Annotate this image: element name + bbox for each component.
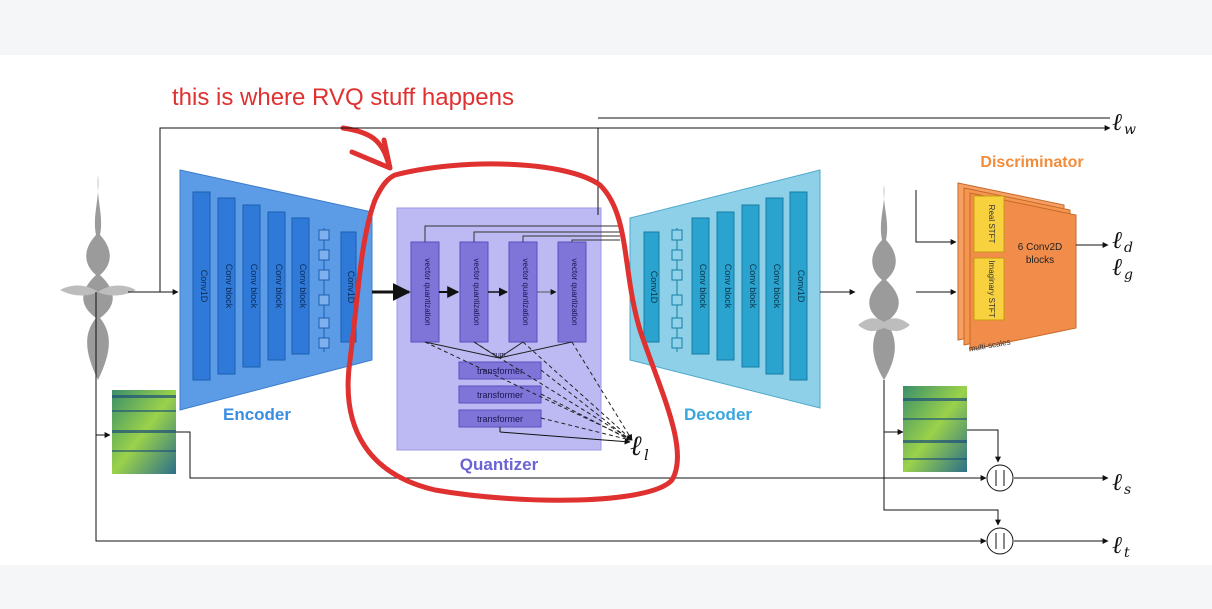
decoder-block [716,211,735,361]
encoder-title: Encoder [223,405,291,424]
decoder-block-label: Conv block [772,264,782,309]
loss-l-sub: l [644,446,649,464]
encoder-block-label: Conv block [274,264,284,309]
loss-g-base: ℓ [1112,253,1122,281]
encoder-block-label: Conv1D [199,270,209,303]
loss-t-sub: t [1124,545,1130,561]
loss-d-base: ℓ [1112,226,1122,254]
transformer-label: transformer [477,414,523,424]
decoder-title: Decoder [684,405,752,424]
transformer-label: transformer [477,390,523,400]
output-spectrogram [903,386,967,472]
annotation-text: this is where RVQ stuff happens [172,84,514,111]
imag-stft-block [973,257,1005,321]
conv2d-label: 6 Conv2D [1018,242,1062,253]
vq-block-label: vector quantization [472,258,481,325]
encoder-lstm-chain [318,228,330,352]
decoder-block [691,217,710,355]
quantizer: vector quantization vector quantization … [396,207,633,474]
decoder-block-label: Conv block [723,264,733,309]
loss-s-sub: s [1124,482,1131,498]
decoder-block-label: Conv1D [649,271,659,304]
loss-g-sub: g [1124,267,1133,283]
input-spectrogram [112,390,176,474]
loss-t-base: ℓ [1112,531,1122,559]
input-waveform [60,175,136,380]
loss-d-sub: d [1124,240,1133,256]
imag-stft-label: Imaginary STFT [987,260,996,317]
encoder-block-label: Conv block [249,264,259,309]
encoder-block-label: Conv1D [346,271,356,304]
vq-block-label: vector quantization [423,258,432,325]
real-stft-block [973,195,1005,253]
encoder-block [217,197,236,375]
quantizer-title: Quantizer [460,455,539,474]
rvq-highlight-loop [345,161,681,503]
decoder: Conv1D Conv block Conv block Conv block … [629,169,821,424]
output-waveform [858,185,910,380]
vq-block-label: vector quantization [521,258,530,325]
conv2d-label-2: blocks [1026,255,1054,266]
annotation-arrow-head [349,137,393,171]
encoder-block [242,204,261,368]
decoder-block-label: Conv1D [796,270,806,303]
encoder: Conv1D Conv block Conv block Conv block … [179,169,373,424]
encoder-block-label: Conv block [224,264,234,309]
decoder-block-label: Conv block [748,264,758,309]
decoder-lstm-chain [671,228,683,352]
real-stft-label: Real STFT [987,205,996,244]
discriminator-title: Discriminator [980,154,1083,171]
decoder-block-label: Conv block [698,264,708,309]
loss-l-base: ℓ [630,429,642,462]
sum-symbol: sum [492,352,505,359]
decoder-block [765,197,784,375]
decoder-block [789,191,808,381]
loss-w-sub: w [1124,122,1136,138]
encoder-block [267,211,286,361]
encoder-block [192,191,211,381]
encoder-block [291,217,310,355]
decoder-block [643,231,660,343]
loss-s-base: ℓ [1112,468,1122,496]
encoder-block-label: Conv block [298,264,308,309]
discriminator: Discriminator Real STFT Imaginary STFT 6… [957,154,1084,354]
decoder-block [741,204,760,368]
spectral-diff-node [986,464,1014,492]
loss-w-base: ℓ [1112,108,1122,136]
transformer-label: transformer [477,366,523,376]
waveform-diff-node [986,527,1014,555]
vq-block-label: vector quantization [570,258,579,325]
